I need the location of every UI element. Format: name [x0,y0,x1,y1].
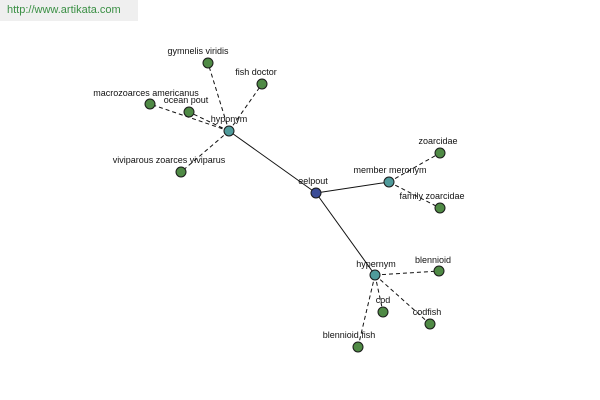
leaf-node-leaf-gymnelis[interactable]: gymnelis viridis [167,46,229,69]
leaf-node-dot[interactable] [434,147,446,159]
edge-rel-hypernym-leaf-blennioid-fish [357,274,376,348]
leaf-node-label: macrozoarces americanus [93,88,199,98]
leaf-node-leaf-viviparous[interactable]: viviparous zoarces viviparus [113,155,226,178]
relation-node-label: hyponym [211,114,248,124]
leaf-node-dot[interactable] [352,341,364,353]
leaf-node-dot[interactable] [433,265,445,277]
leaf-node-leaf-cod[interactable]: cod [376,295,391,318]
root-node-root[interactable]: eelpout [298,176,328,199]
relation-node-label: hypernym [356,259,396,269]
edge-rel-member-meronym-leaf-zoarcidae [388,152,441,183]
relation-node-dot[interactable] [223,125,235,137]
leaf-node-leaf-blennioid[interactable]: blennioid [415,255,451,277]
leaf-node-leaf-fish-doctor[interactable]: fish doctor [235,67,277,90]
leaf-node-leaf-macrozoarces[interactable]: macrozoarces americanus [93,88,199,110]
source-url-link[interactable]: http://www.artikata.com [7,4,121,16]
leaf-node-leaf-blennioid-fish[interactable]: blennioid fish [323,330,376,353]
leaf-node-label: blennioid [415,255,451,265]
edge-rel-hyponym-leaf-ocean-pout [188,111,230,132]
leaf-node-label: ocean pout [164,95,209,105]
relation-node-label: member meronym [353,165,426,175]
edge-root-rel-hypernym [315,192,376,276]
leaf-node-label: zoarcidae [418,136,457,146]
leaf-node-dot[interactable] [424,318,436,330]
leaf-node-label: viviparous zoarces viviparus [113,155,226,165]
leaf-node-leaf-family-zoarcidae[interactable]: family zoarcidae [399,191,465,214]
nodes-layer: gymnelis viridis fish doctor macrozoarces … [93,46,465,353]
edge-rel-hypernym-leaf-cod [374,274,384,313]
leaf-node-dot[interactable] [377,306,389,318]
leaf-node-dot[interactable] [256,78,268,90]
leaf-node-dot[interactable] [183,106,195,118]
leaf-node-label: cod [376,295,391,305]
edge-rel-hypernym-leaf-blennioid [374,270,440,276]
source-bar: http://www.artikata.com [0,0,138,21]
leaf-node-leaf-ocean-pout[interactable]: ocean pout [164,95,209,118]
relation-node-rel-hyponym[interactable]: hyponym [211,114,248,137]
relation-node-dot[interactable] [369,269,381,281]
leaf-node-dot[interactable] [434,202,446,214]
root-node-dot[interactable] [310,187,322,199]
leaf-node-dot[interactable] [175,166,187,178]
leaf-node-label: gymnelis viridis [167,46,229,56]
edge-rel-hyponym-leaf-fish-doctor [228,83,263,132]
relation-node-dot[interactable] [383,176,395,188]
leaf-node-label: codfish [413,307,442,317]
leaf-node-label: blennioid fish [323,330,376,340]
leaf-node-label: fish doctor [235,67,277,77]
edge-rel-hyponym-leaf-gymnelis [207,62,230,132]
relation-node-rel-member-meronym[interactable]: member meronym [353,165,427,188]
edges-layer [149,62,441,348]
edge-rel-member-meronym-leaf-family-zoarcidae [388,181,441,209]
leaf-node-label: family zoarcidae [399,191,464,201]
edge-root-rel-hyponym [228,130,317,194]
edge-rel-hyponym-leaf-viviparous [180,130,230,173]
edge-root-rel-member-meronym [315,181,390,194]
leaf-node-dot[interactable] [202,57,214,69]
leaf-node-leaf-zoarcidae[interactable]: zoarcidae [418,136,458,159]
leaf-node-dot[interactable] [144,98,156,110]
relation-node-rel-hypernym[interactable]: hypernym [356,259,396,281]
leaf-node-leaf-codfish[interactable]: codfish [413,307,442,330]
root-node-label: eelpout [298,176,328,186]
edge-rel-hypernym-leaf-codfish [374,274,431,325]
